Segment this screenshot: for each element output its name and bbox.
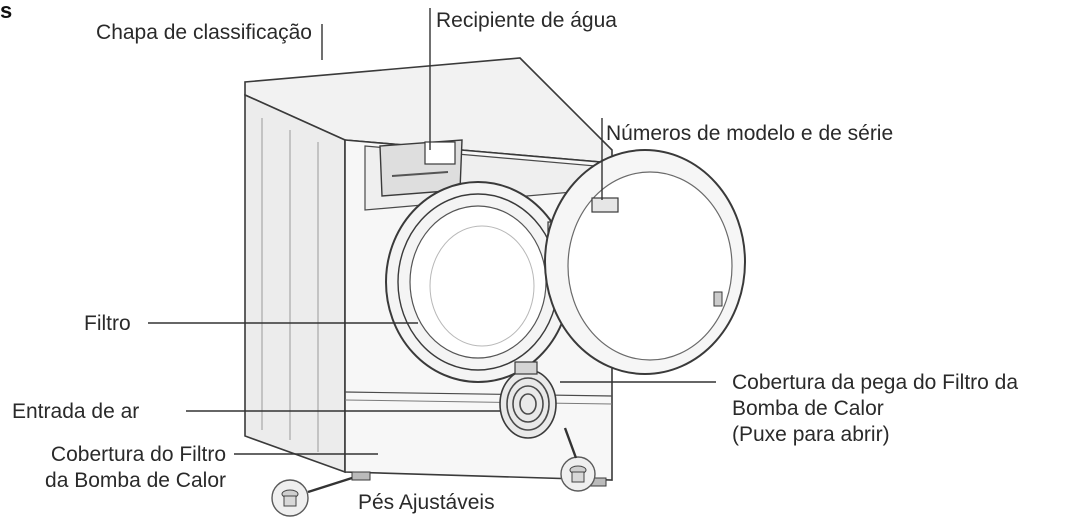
label-handle-cover-line3: (Puxe para abrir) xyxy=(732,423,890,446)
label-model-serial: Números de modelo e de série xyxy=(606,121,893,147)
water-container-slot xyxy=(424,141,456,165)
dryer-side-panel xyxy=(244,93,346,474)
dryer-base-line xyxy=(344,391,613,397)
label-air-inlet-text: Entrada de ar xyxy=(12,400,140,423)
dryer-base-line-2 xyxy=(344,399,613,405)
label-handle-cover-line2: Bomba de Calor xyxy=(732,397,884,420)
foot-detail-left-body xyxy=(283,495,297,507)
air-inlet-ring-1 xyxy=(506,377,550,431)
label-filter: Filtro xyxy=(84,311,131,337)
leader-foot-left xyxy=(307,476,353,494)
air-inlet-ring-3 xyxy=(519,393,537,415)
label-filter-cover: Cobertura do Filtro da Bomba de Calor xyxy=(0,442,226,494)
label-rating-plate-text: Chapa de classificação xyxy=(96,21,312,44)
label-handle-cover-line1: Cobertura da pega do Filtro da xyxy=(732,371,1019,394)
label-rating-plate: Chapa de classificação xyxy=(40,20,312,46)
drum-inner-shadow xyxy=(429,225,535,347)
label-filter-cover-line1: Cobertura do Filtro xyxy=(50,443,226,466)
air-inlet-ring-2 xyxy=(512,385,544,423)
corner-text-fragment: s xyxy=(0,0,13,23)
label-model-serial-text: Números de modelo e de série xyxy=(606,122,894,145)
label-air-inlet: Entrada de ar xyxy=(12,399,139,425)
open-door-inner xyxy=(567,171,733,361)
label-handle-cover: Cobertura da pega do Filtro da Bomba de … xyxy=(732,370,1018,448)
label-filter-cover-line2: da Bomba de Calor xyxy=(45,469,226,492)
foot-detail-right-body xyxy=(571,471,585,483)
label-filter-text: Filtro xyxy=(84,312,131,335)
air-inlet-grille xyxy=(499,369,557,439)
leader-foot-right xyxy=(563,427,578,459)
water-container-handle xyxy=(391,171,449,177)
door-latch xyxy=(713,291,723,307)
model-serial-plate xyxy=(591,197,619,213)
label-water-container-text: Recipiente de água xyxy=(436,9,617,32)
label-water-container: Recipiente de água xyxy=(436,8,617,34)
filter-handle-cover xyxy=(514,361,538,375)
foot-front-left xyxy=(351,471,371,481)
label-adjustable-feet: Pés Ajustáveis xyxy=(358,490,495,516)
label-adjustable-feet-text: Pés Ajustáveis xyxy=(358,491,495,514)
